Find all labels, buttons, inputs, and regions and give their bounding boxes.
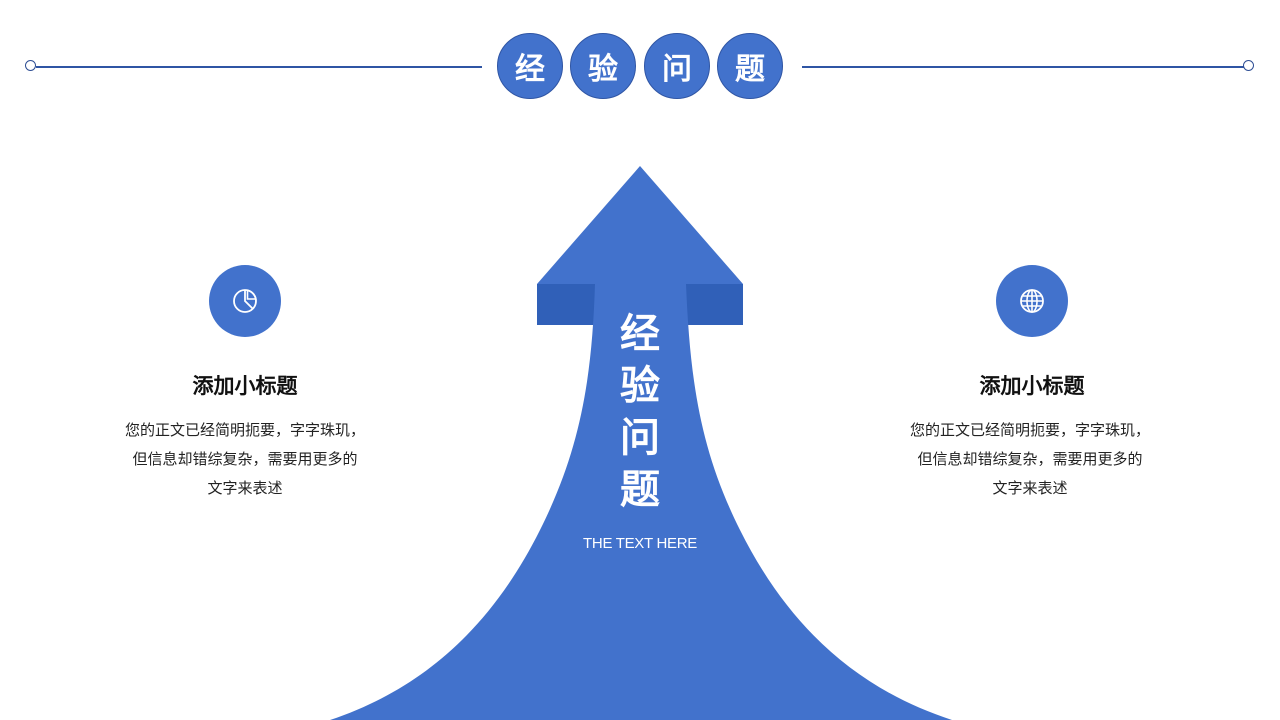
arrow-vertical-title: 经 验 问 题 bbox=[610, 308, 670, 516]
arrow-title-char-2: 验 bbox=[620, 363, 660, 409]
left-line-end-dot bbox=[25, 60, 36, 71]
header-left-line bbox=[36, 66, 482, 68]
arrow-head bbox=[537, 166, 743, 284]
right-block-title: 添加小标题 bbox=[979, 374, 1085, 398]
right-body-line-3: 文字来表述 bbox=[992, 479, 1068, 497]
left-icon-circle bbox=[209, 265, 281, 337]
arrow-title-char-1: 经 bbox=[620, 311, 660, 357]
right-body-line-1: 您的正文已经简明扼要，字字珠玑， bbox=[909, 421, 1150, 439]
arrow-subtitle: THE TEXT HERE bbox=[583, 535, 697, 552]
right-line-end-dot bbox=[1243, 60, 1254, 71]
left-body-line-1: 您的正文已经简明扼要，字字珠玑， bbox=[124, 421, 365, 439]
arrow-shaft bbox=[330, 284, 952, 720]
header-title-char-3: 问 bbox=[644, 33, 710, 99]
header-title-char-1: 经 bbox=[497, 33, 563, 99]
left-body-line-3: 文字来表述 bbox=[207, 479, 283, 497]
pie-chart-icon bbox=[233, 289, 257, 313]
right-block-body: 您的正文已经简明扼要，字字珠玑， 但信息却错综复杂，需要用更多的 文字来表述 bbox=[880, 416, 1180, 503]
globe-icon bbox=[1020, 289, 1044, 313]
arrow-title-char-4: 题 bbox=[620, 467, 660, 513]
left-block-body: 您的正文已经简明扼要，字字珠玑， 但信息却错综复杂，需要用更多的 文字来表述 bbox=[95, 416, 395, 503]
right-body-line-2: 但信息却错综复杂，需要用更多的 bbox=[917, 450, 1143, 468]
left-body-line-2: 但信息却错综复杂，需要用更多的 bbox=[132, 450, 358, 468]
header-title-char-2: 验 bbox=[570, 33, 636, 99]
right-icon-circle bbox=[996, 265, 1068, 337]
header-right-line bbox=[802, 66, 1244, 68]
header-title-char-4: 题 bbox=[717, 33, 783, 99]
arrow-left-shoulder bbox=[537, 284, 597, 325]
arrow-right-shoulder bbox=[684, 284, 743, 325]
left-block-title: 添加小标题 bbox=[192, 374, 298, 398]
arrow-title-char-3: 问 bbox=[620, 415, 660, 461]
